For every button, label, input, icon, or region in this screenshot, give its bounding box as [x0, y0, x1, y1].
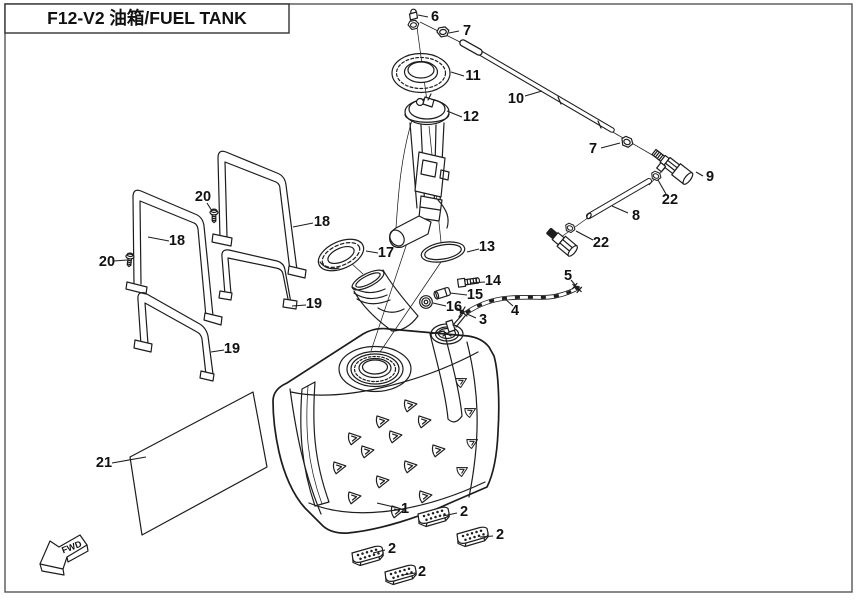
callout-leader — [402, 572, 416, 576]
title-box: F12-V2 油箱/FUEL TANK — [4, 3, 290, 34]
callout-leader — [611, 205, 629, 214]
breather-tube-10 — [459, 39, 615, 133]
callout-leader — [417, 14, 429, 18]
heat-shield-sheet — [129, 391, 268, 536]
callout-label: 12 — [463, 109, 479, 125]
callout-label: 8 — [632, 208, 640, 224]
callout-label: 21 — [96, 455, 112, 471]
callout-leader — [469, 281, 486, 284]
part-callouts: 6711121079228221314151634517181819192020… — [96, 9, 714, 580]
elbow-fitting — [546, 227, 578, 257]
fwd-arrow: FWD — [39, 534, 89, 576]
callout-label: 5 — [564, 268, 572, 284]
filler-neck — [351, 269, 419, 332]
fuel-tank — [272, 269, 500, 534]
callout-label: 16 — [446, 299, 462, 315]
callout-leader — [600, 142, 621, 149]
callout-leader — [365, 250, 379, 254]
fuel-cap-skirt — [319, 261, 340, 270]
callout-leader — [147, 236, 170, 242]
strap-metal-left — [125, 189, 223, 326]
callout-label: 9 — [706, 169, 714, 185]
vent-opening — [430, 319, 464, 345]
callout-label: 11 — [465, 68, 480, 84]
callout-leader — [466, 313, 477, 319]
callout-leader — [372, 549, 386, 554]
callout-label: 2 — [496, 527, 504, 543]
callout-label: 4 — [511, 303, 519, 319]
callout-label: 19 — [306, 296, 322, 312]
callout-leader — [449, 292, 468, 296]
fuel-pump-assembly — [389, 93, 450, 248]
callout-leader — [479, 535, 494, 538]
callout-leader — [446, 110, 463, 118]
callout-label: 7 — [463, 23, 471, 39]
callout-leader — [292, 222, 314, 228]
callout-label: 22 — [593, 235, 609, 251]
callout-leader — [210, 349, 225, 353]
callout-leader — [111, 456, 147, 464]
connector-tube-8 — [586, 178, 652, 220]
callout-label: 22 — [662, 192, 678, 208]
pump-lock-ring — [391, 52, 451, 94]
hose-clip-3 — [452, 306, 468, 328]
callout-label: 19 — [224, 341, 240, 357]
callout-leader — [657, 179, 667, 195]
callout-leader — [503, 297, 514, 307]
callout-label: 15 — [467, 287, 483, 303]
callout-leader — [206, 202, 213, 212]
callout-label: 1 — [401, 501, 409, 517]
callout-label: 2 — [418, 564, 426, 580]
callout-label: 2 — [460, 504, 468, 520]
callout-leader — [442, 512, 458, 517]
callout-label: 13 — [479, 239, 495, 255]
callout-leader — [570, 279, 577, 287]
grommet-16 — [419, 295, 433, 309]
callout-label: 7 — [589, 141, 597, 157]
outlet-valve-9 — [651, 148, 694, 185]
callout-label: 6 — [431, 9, 439, 25]
callout-label: 2 — [388, 541, 396, 557]
callout-label: 17 — [378, 245, 394, 261]
pump-seal-oring — [420, 241, 466, 263]
callout-label: 10 — [508, 91, 524, 107]
callout-leader — [291, 304, 307, 307]
page-title: F12-V2 油箱/FUEL TANK — [47, 8, 247, 28]
callout-leader — [466, 248, 480, 253]
hose-clip-5 — [571, 282, 583, 294]
bushing-15 — [433, 286, 451, 300]
callout-leader — [575, 230, 594, 241]
callout-leader — [113, 259, 128, 262]
callout-leader — [450, 71, 465, 77]
callout-label: 20 — [99, 254, 115, 270]
strap-metal-right — [211, 150, 307, 279]
callout-label: 18 — [314, 214, 330, 230]
callout-leader — [524, 90, 543, 97]
callout-leader — [432, 302, 447, 307]
callout-leader — [695, 171, 704, 177]
strap-rubber-upper — [218, 249, 298, 310]
callout-label: 3 — [479, 312, 487, 328]
callout-label: 20 — [195, 189, 211, 205]
callout-leader — [448, 30, 460, 34]
callout-leader — [376, 502, 399, 509]
strap-rubber-lower — [133, 292, 215, 382]
callout-label: 18 — [169, 233, 185, 249]
vent-hose-4 — [463, 285, 581, 316]
pump-fitting-6 — [407, 8, 420, 31]
fuel-cap — [317, 238, 365, 272]
callout-label: 14 — [485, 273, 501, 289]
pump-opening — [338, 345, 412, 393]
